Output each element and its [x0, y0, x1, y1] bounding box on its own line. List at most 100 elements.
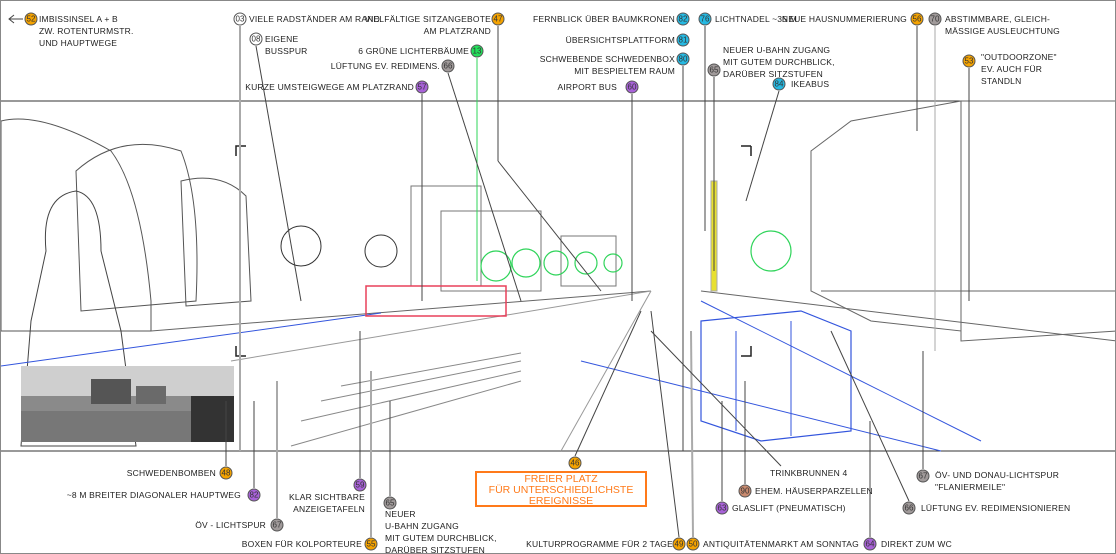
annotation-number-badge: 46	[568, 456, 582, 470]
annotation-label-line: SCHWEDENBOMBEN	[126, 468, 216, 478]
annotation-number-badge: 66	[441, 59, 455, 73]
annotation-number-badge: 59	[353, 478, 367, 492]
annotation-number-badge: 03	[233, 12, 247, 26]
annotation-label-line: AM PLATZRAND	[423, 26, 491, 36]
annotation-label-line: NEUE HAUSNUMMERIERUNG	[781, 14, 907, 24]
annotation-number-badge: 47	[491, 12, 505, 26]
annotation-number-badge: 65	[707, 63, 721, 77]
annotation-number-badge: 84	[772, 77, 786, 91]
annotation-label-line: ~8 M BREITER DIAGONALER HAUPTWEG	[66, 490, 241, 500]
annotation-label-line: LÜFTUNG EV. REDIMENS.	[330, 61, 440, 71]
annotation-label: ÖV - LICHTSPUR	[195, 519, 266, 531]
annotation-label: 6 GRÜNE LICHTERBÄUME	[358, 45, 469, 57]
annotation-label: FERNBLICK ÜBER BAUMKRONEN	[533, 13, 675, 25]
annotation-number-badge: 52	[24, 12, 38, 26]
annotation-number-badge: 70	[928, 12, 942, 26]
annotation-label-line: MIT GUTEM DURCHBLICK,	[385, 533, 497, 543]
annotation-label-line: IMBISSINSEL A + B	[39, 14, 118, 24]
annotation-label: SCHWEDENBOMBEN	[127, 467, 216, 479]
annotation-label-line: LÜFTUNG EV. REDIMENSIONIEREN	[921, 503, 1071, 513]
annotation-label-line: "FLANIERMEILE"	[935, 482, 1006, 492]
event-line: EREIGNISSE	[528, 495, 594, 507]
annotation-number-badge: 49	[672, 537, 686, 551]
annotation-number-badge: 13	[470, 44, 484, 58]
annotation-label-line: EIGENE	[265, 34, 299, 44]
annotation-label: NEUE HAUSNUMMERIERUNG	[782, 13, 907, 25]
reference-photo	[21, 366, 234, 442]
annotation-label-line: VIELFÄLTIGE SITZANGEBOTE	[364, 14, 491, 24]
annotation-number-badge: 82	[247, 488, 261, 502]
annotation-number-badge: 64	[863, 537, 877, 551]
annotation-label-line: STANDLN	[981, 76, 1022, 86]
annotation-label: KURZE UMSTEIGWEGE AM PLATZRAND	[245, 81, 414, 93]
annotation-number-badge: 66	[902, 501, 916, 515]
annotation-label: GLASLIFT (PNEUMATISCH)	[732, 502, 846, 514]
annotation-label-line: GLASLIFT (PNEUMATISCH)	[732, 503, 846, 513]
annotation-number-badge: 48	[219, 466, 233, 480]
annotation-label: ÜBERSICHTSPLATTFORM	[566, 34, 675, 46]
annotation-label-line: EHEM. HÄUSERPARZELLEN	[755, 486, 873, 496]
annotation-label: EHEM. HÄUSERPARZELLEN	[755, 485, 873, 497]
annotation-label-line: VIELE RADSTÄNDER AM RAND	[249, 14, 380, 24]
annotation-number-badge: 08	[249, 32, 263, 46]
annotation-number-badge: 65	[383, 496, 397, 510]
annotation-label-line: BOXEN FÜR KOLPORTEURE	[241, 539, 362, 549]
annotation-label-line: ZW. ROTENTURMSTR.	[39, 26, 134, 36]
event-highlight-box: FREIER PLATZ FÜR UNTERSCHIEDLICHSTE EREI…	[475, 471, 647, 507]
annotation-label: VIELE RADSTÄNDER AM RAND	[249, 13, 380, 25]
annotation-label-line: MIT GUTEM DURCHBLICK,	[723, 57, 835, 67]
annotation-label-line: DIREKT ZUM WC	[881, 539, 952, 549]
annotation-label-line: AIRPORT BUS	[557, 82, 617, 92]
annotation-label-line: KULTURPROGRAMME FÜR 2 TAGE	[526, 539, 673, 549]
annotation-number-badge: 57	[415, 80, 429, 94]
annotation-label: LÜFTUNG EV. REDIMENS.	[331, 60, 440, 72]
annotation-label-line: LICHTNADEL ~35 M	[715, 14, 798, 24]
annotation-number-badge: 67	[916, 469, 930, 483]
annotation-number-badge: 56	[910, 12, 924, 26]
annotation-number-badge: 67	[270, 518, 284, 532]
annotation-label-line: FERNBLICK ÜBER BAUMKRONEN	[533, 14, 675, 24]
annotation-label: AIRPORT BUS	[557, 81, 617, 93]
annotation-label-line: MIT BESPIELTEM RAUM	[574, 66, 675, 76]
annotation-label-line: "OUTDOORZONE"	[981, 52, 1057, 62]
annotation-label: IMBISSINSEL A + B ZW. ROTENTURMSTR. UND HA…	[39, 13, 134, 49]
annotation-label: KULTURPROGRAMME FÜR 2 TAGE	[526, 538, 673, 550]
annotation-label-line: ÜBERSICHTSPLATTFORM	[565, 35, 675, 45]
annotation-number-badge: 76	[698, 12, 712, 26]
annotation-label: ÖV- UND DONAU-LICHTSPUR"FLANIERMEILE"	[935, 469, 1059, 493]
annotation-number-badge: 90	[738, 484, 752, 498]
annotation-number-badge: 53	[962, 54, 976, 68]
annotation-label-line: DARÜBER SITZSTUFEN	[723, 69, 823, 79]
annotation-label: ABSTIMMBARE, GLEICH-MÄSSIGE AUSLEUCHTUNG	[945, 13, 1060, 37]
annotation-number-badge: 55	[364, 537, 378, 551]
annotation-label-line: ABSTIMMBARE, GLEICH-	[945, 14, 1051, 24]
annotation-label-line: KURZE UMSTEIGWEGE AM PLATZRAND	[245, 82, 414, 92]
annotation-label-line: BUSSPUR	[265, 46, 308, 56]
annotation-number-badge: 50	[686, 537, 700, 551]
annotation-label: TRINKBRUNNEN 4	[770, 467, 847, 479]
annotation-label-line: 6 GRÜNE LICHTERBÄUME	[358, 46, 469, 56]
event-line: FÜR UNTERSCHIEDLICHSTE	[488, 484, 634, 496]
annotation-label-line: NEUER	[385, 509, 416, 519]
annotation-label: DIREKT ZUM WC	[881, 538, 952, 550]
annotation-label: VIELFÄLTIGE SITZANGEBOTE AM PLATZRAND	[365, 13, 491, 37]
annotation-label: EIGENE BUSSPUR	[265, 33, 308, 57]
annotation-number-badge: 60	[625, 80, 639, 94]
annotation-label: BOXEN FÜR KOLPORTEURE	[242, 538, 362, 550]
event-line: FREIER PLATZ	[524, 473, 598, 485]
annotation-label: ANTIQUITÄTENMARKT AM SONNTAG	[703, 538, 859, 550]
annotation-label-line: UND HAUPTWEGE	[39, 38, 118, 48]
annotation-number-badge: 82	[676, 12, 690, 26]
annotation-label-line: ANZEIGETAFELN	[293, 504, 365, 514]
annotation-label: LÜFTUNG EV. REDIMENSIONIEREN	[921, 502, 1070, 514]
annotation-label-line: TRINKBRUNNEN 4	[770, 468, 848, 478]
arrow-left-icon	[8, 14, 15, 24]
annotation-number-badge: 81	[676, 33, 690, 47]
annotation-label-line: NEUER U-BAHN ZUGANG	[723, 45, 831, 55]
